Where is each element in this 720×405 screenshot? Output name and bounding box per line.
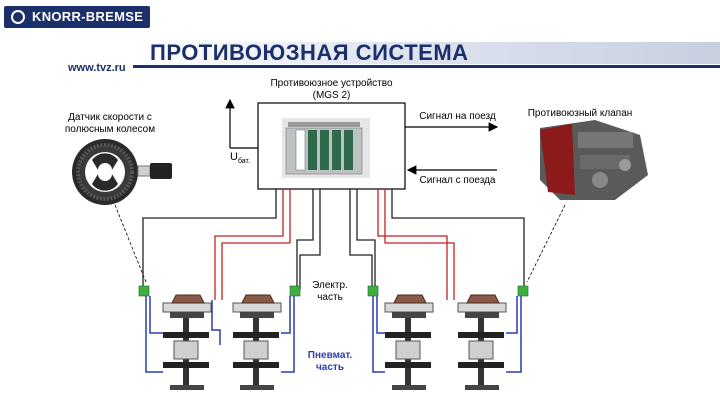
u-bat-main: U: [230, 151, 238, 163]
page-title: ПРОТИВОЮЗНАЯ СИСТЕМА: [150, 40, 469, 65]
electric-part-line1: Электр.: [312, 280, 348, 291]
pneumatic-part-line2: часть: [316, 362, 344, 373]
pneumatic-part-label: Пневмат. часть: [304, 350, 356, 374]
brand-logo-icon: [11, 10, 25, 24]
anti-skid-valve-icon: [540, 120, 648, 200]
u-bat-sub: бат.: [237, 158, 250, 166]
sensor-wires: [142, 189, 525, 290]
speed-sensor-label: Датчик скорости с полюсным колесом: [40, 112, 180, 136]
valve-pointer: [526, 204, 566, 283]
header-bar: KNORR-BREMSE: [0, 0, 720, 40]
brand-logo: KNORR-BREMSE: [4, 6, 150, 28]
title-band: [133, 42, 720, 64]
pneumatic-lines: [145, 296, 522, 373]
valve-wires: [214, 189, 455, 300]
connectors: [138, 285, 529, 297]
site-url: www.tvz.ru: [68, 62, 126, 74]
signal-out-label: Сигнал на поезд: [419, 111, 496, 122]
valve-label: Противоюзный клапан: [527, 108, 633, 119]
axle-assemblies: [162, 294, 507, 390]
pneumatic-part-line1: Пневмат.: [307, 350, 353, 361]
speed-sensor-label-line1: Датчик скорости с: [68, 112, 152, 123]
signal-in-label: Сигнал с поезда: [419, 175, 496, 186]
u-bat-label: Uбат.: [230, 151, 250, 168]
speed-sensor-label-line2: полюсным колесом: [64, 124, 156, 135]
device-title-line2: (MGS 2): [312, 90, 351, 101]
brand-name: KNORR-BREMSE: [32, 9, 144, 24]
speed-sensor-icon: [72, 139, 172, 205]
electric-part-label: Электр. часть: [306, 280, 354, 304]
sensor-pointer: [114, 204, 147, 283]
title-underline: [133, 65, 720, 68]
device-title: Противоюзное устройство (MGS 2): [258, 78, 405, 102]
device-title-line1: Противоюзное устройство: [270, 78, 393, 89]
electric-part-line2: часть: [317, 292, 343, 303]
device-module-icon: [282, 118, 370, 178]
